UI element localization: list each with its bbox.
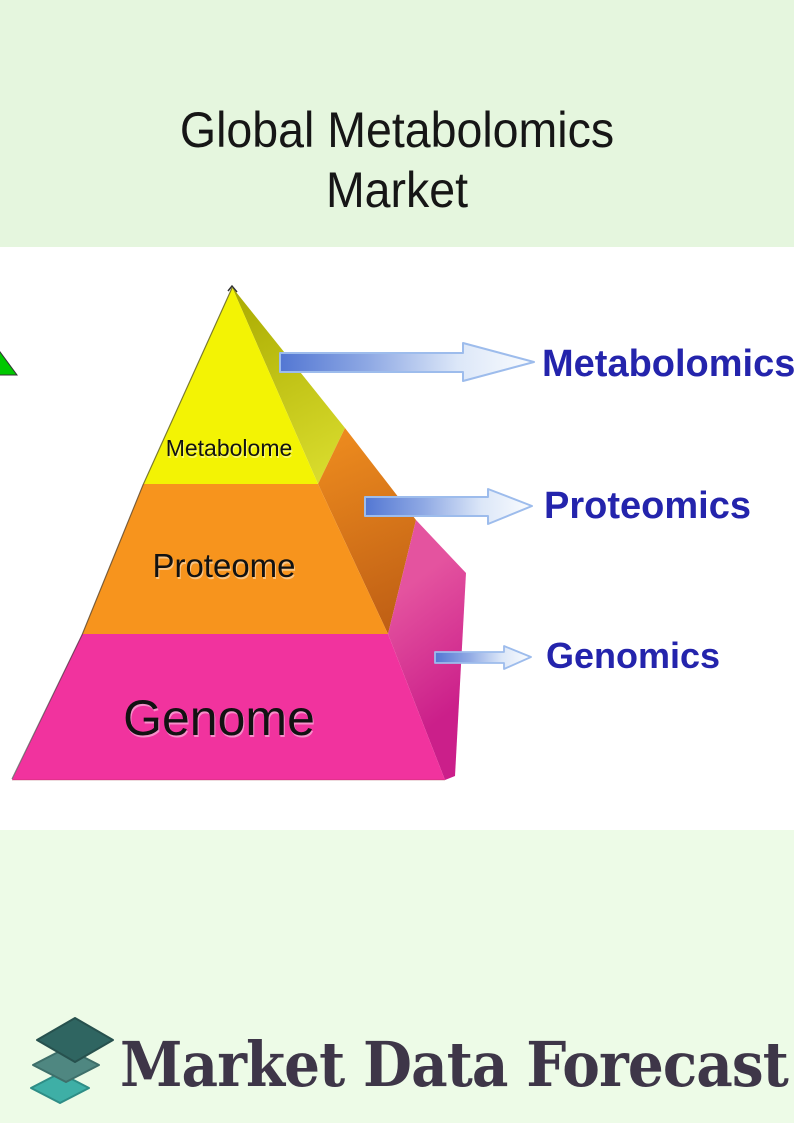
logo-diamond-bottom: [30, 1072, 90, 1104]
arrow-label-genomics: Genomics: [546, 635, 720, 676]
pyramid-front-metabolome: [143, 287, 318, 484]
band-label-genome: Genome: [123, 690, 315, 746]
arrow-metabolomics-icon: [279, 342, 535, 382]
brand-name: Market Data Forecast: [120, 1028, 789, 1101]
pyramid-front-genome: [12, 634, 445, 780]
page-title-line1: Global Metabolomics: [179, 102, 615, 158]
page-title: Global Metabolomics Market: [28, 100, 766, 220]
arrow-genomics-icon: [434, 645, 532, 670]
pyramid-side-genome: [388, 520, 466, 780]
page-title-line2: Market: [325, 162, 469, 218]
pyramid-apex-tick: [227, 284, 238, 293]
band-label-metabolome: Metabolome: [166, 435, 293, 461]
arrow-proteomics-icon: [364, 488, 533, 525]
pyramid-left-edge: [11, 287, 233, 780]
arrow-label-proteomics: Proteomics: [544, 485, 751, 527]
footer-band: [0, 830, 794, 1123]
arrow-label-metabolomics: Metabolomics: [542, 343, 794, 385]
pyramid-front-proteome: [82, 484, 388, 634]
brand-logo-icon: [30, 1017, 114, 1104]
pyramid-diagram: Metabolome Proteome Genome Metabolomics …: [0, 284, 794, 781]
pyramid-side-proteome: [318, 428, 416, 634]
corner-triangle-icon: [0, 351, 18, 376]
header-band: Global Metabolomics Market: [0, 0, 794, 247]
band-label-proteome: Proteome: [152, 547, 295, 584]
pyramid-side-metabolome: [232, 287, 345, 484]
logo-diamond-top: [36, 1017, 114, 1063]
